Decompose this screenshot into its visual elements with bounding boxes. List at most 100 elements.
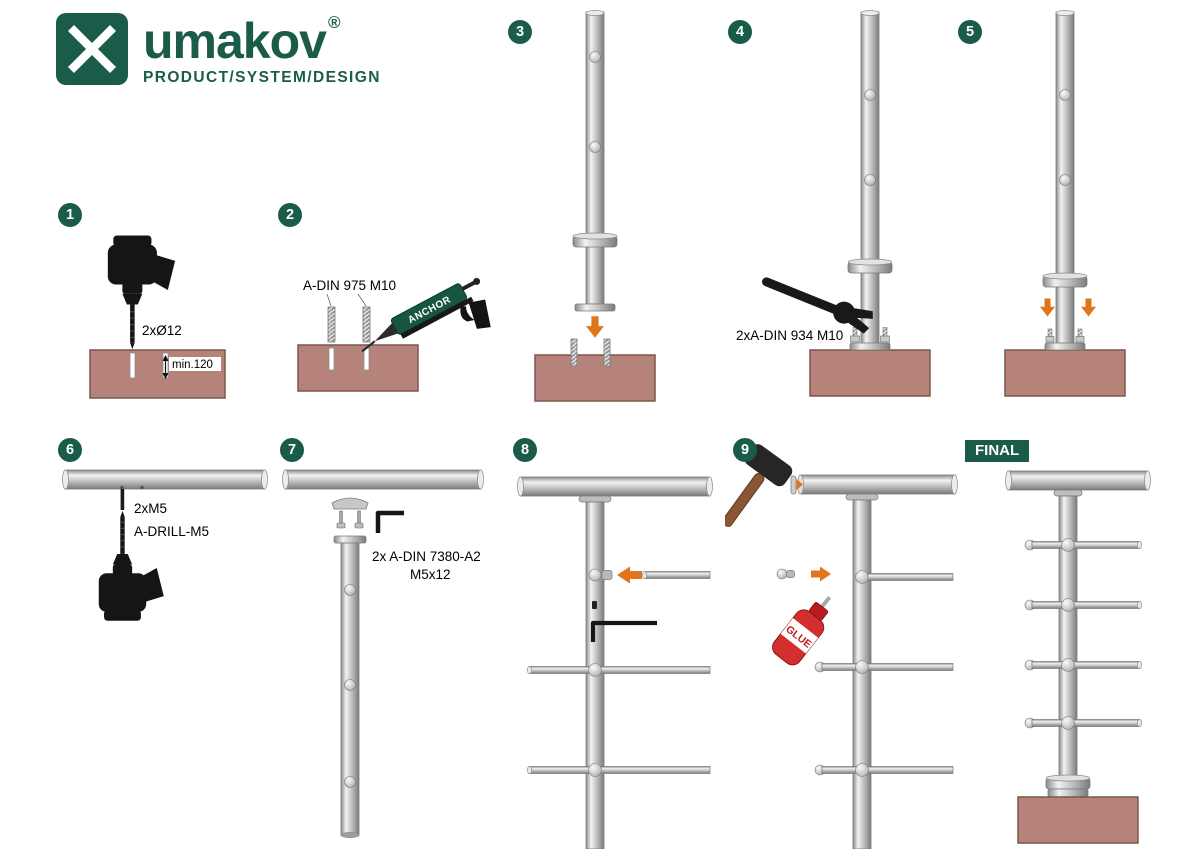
post — [1042, 10, 1088, 351]
step-3-badge: 3 — [508, 20, 532, 44]
holder-mount — [864, 174, 876, 186]
handrail — [517, 476, 713, 497]
crossbar-installed — [1024, 598, 1143, 612]
concrete-base — [1004, 349, 1126, 397]
nut-label: 2xA-DIN 934 M10 — [736, 328, 843, 343]
crossbar-installed — [1024, 538, 1143, 552]
final-illustration — [1005, 470, 1151, 844]
crossbar-installed — [855, 570, 954, 584]
concrete-base — [297, 344, 419, 392]
drilled-hole — [363, 347, 370, 371]
holder-mount — [344, 679, 356, 691]
crossbar-installed — [526, 663, 711, 677]
step-8-panel: 8 — [505, 430, 720, 849]
holder-mount — [864, 89, 876, 101]
step-4-illustration: 2xA-DIN 934 M10 — [736, 10, 931, 397]
cover-ring — [1045, 774, 1091, 790]
wrench-icon — [762, 277, 873, 334]
rail-saddle — [845, 493, 879, 501]
left-arrow-icon — [617, 566, 642, 584]
step-9-illustration: GLUE — [725, 444, 958, 849]
pilot-hole — [140, 485, 144, 490]
step-7-badge: 7 — [280, 438, 304, 462]
post — [572, 10, 618, 312]
step-2-badge: 2 — [278, 203, 302, 227]
drilled-hole — [328, 347, 335, 371]
crossbar-holder-loose — [776, 568, 795, 580]
post-top-plate — [333, 535, 367, 544]
handrail — [797, 474, 958, 495]
post — [847, 10, 893, 351]
allen-key-icon — [375, 510, 404, 533]
rail-saddle — [331, 497, 369, 510]
label-leader-lines — [326, 293, 367, 307]
bolt-label-line1: 2x A-DIN 7380-A2 — [372, 549, 481, 564]
cover-ring — [1042, 272, 1088, 288]
set-screw-slot — [592, 601, 597, 609]
holder-mount — [589, 51, 601, 63]
pilot-hole — [120, 485, 124, 490]
concrete-base — [534, 354, 656, 402]
holder-mount — [344, 776, 356, 788]
step-2-illustration: A-DIN 975 M10 ANCHOR — [297, 277, 491, 392]
handrail — [282, 469, 484, 490]
holder-mount — [344, 584, 356, 596]
screw-label: 2xM5 — [134, 501, 167, 516]
step-1-illustration: 2xØ12 min.120 — [89, 234, 226, 399]
base-plate — [1047, 788, 1089, 798]
drill-bit-label: A-DRILL-M5 — [134, 524, 209, 539]
concrete-base — [1017, 796, 1139, 844]
step-1-panel: 1 2xØ12 min.120 — [50, 195, 260, 410]
cover-ring — [847, 258, 893, 274]
rail-saddle — [578, 495, 612, 503]
down-arrow-icon — [1040, 298, 1055, 317]
rail-saddle — [1053, 489, 1083, 497]
mounting-screws — [336, 510, 364, 529]
step-7-illustration: 2x A-DIN 7380-A2 M5x12 — [282, 469, 484, 838]
step-8-illustration — [517, 476, 713, 849]
holder-mount — [589, 141, 601, 153]
post — [852, 499, 872, 849]
base-plate — [1044, 342, 1086, 351]
threaded-rods — [327, 306, 371, 343]
step-2-panel: 2 A-DIN 975 M10 ANCHOR — [270, 195, 498, 410]
step-3-illustration — [534, 10, 656, 402]
step-8-badge: 8 — [513, 438, 537, 462]
umakov-logo: umakov ® PRODUCT/SYSTEM/DESIGN — [55, 12, 381, 87]
step-7-panel: 7 2x A-DIN 7380- — [272, 430, 492, 849]
drill-bit — [120, 489, 125, 510]
umakov-logo-icon — [56, 13, 128, 85]
depth-label: min.120 — [172, 359, 213, 371]
crossbar-installed — [814, 660, 954, 674]
logo-tagline: PRODUCT/SYSTEM/DESIGN — [143, 69, 381, 86]
anchor-rods — [570, 338, 611, 367]
logo-text: umakov ® PRODUCT/SYSTEM/DESIGN — [143, 12, 381, 87]
step-9-badge: 9 — [733, 438, 757, 462]
threaded-rod-label: A-DIN 975 M10 — [303, 278, 396, 293]
crossbar-installed — [1024, 658, 1143, 672]
step-5-illustration — [1004, 10, 1126, 397]
down-arrow-icon — [1081, 298, 1096, 317]
post — [333, 535, 367, 838]
crossbar-installed — [526, 763, 711, 777]
crossbar-holder — [588, 568, 613, 582]
holder-mount — [1059, 89, 1071, 101]
mallet-icon — [725, 444, 793, 527]
holder-mount — [1059, 174, 1071, 186]
cover-ring — [572, 232, 618, 248]
step-6-illustration: 2xM5 A-DRILL-M5 — [62, 469, 268, 622]
crossbar-inserting — [642, 571, 711, 579]
base-plate — [574, 303, 616, 312]
logo-brand: umakov — [143, 13, 327, 69]
step-1-badge: 1 — [58, 203, 82, 227]
final-badge: FINAL — [965, 440, 1030, 462]
end-cap — [790, 475, 797, 495]
step-6-panel: 6 2xM5 A-DRILL-M5 — [50, 430, 280, 640]
step-4-panel: 4 — [720, 10, 940, 410]
allen-key-icon — [590, 620, 657, 642]
right-arrow-icon — [796, 479, 803, 490]
registered-mark-icon: ® — [327, 13, 340, 32]
step-5-panel: 5 — [950, 10, 1150, 410]
depth-indicator: min.120 — [162, 355, 221, 379]
